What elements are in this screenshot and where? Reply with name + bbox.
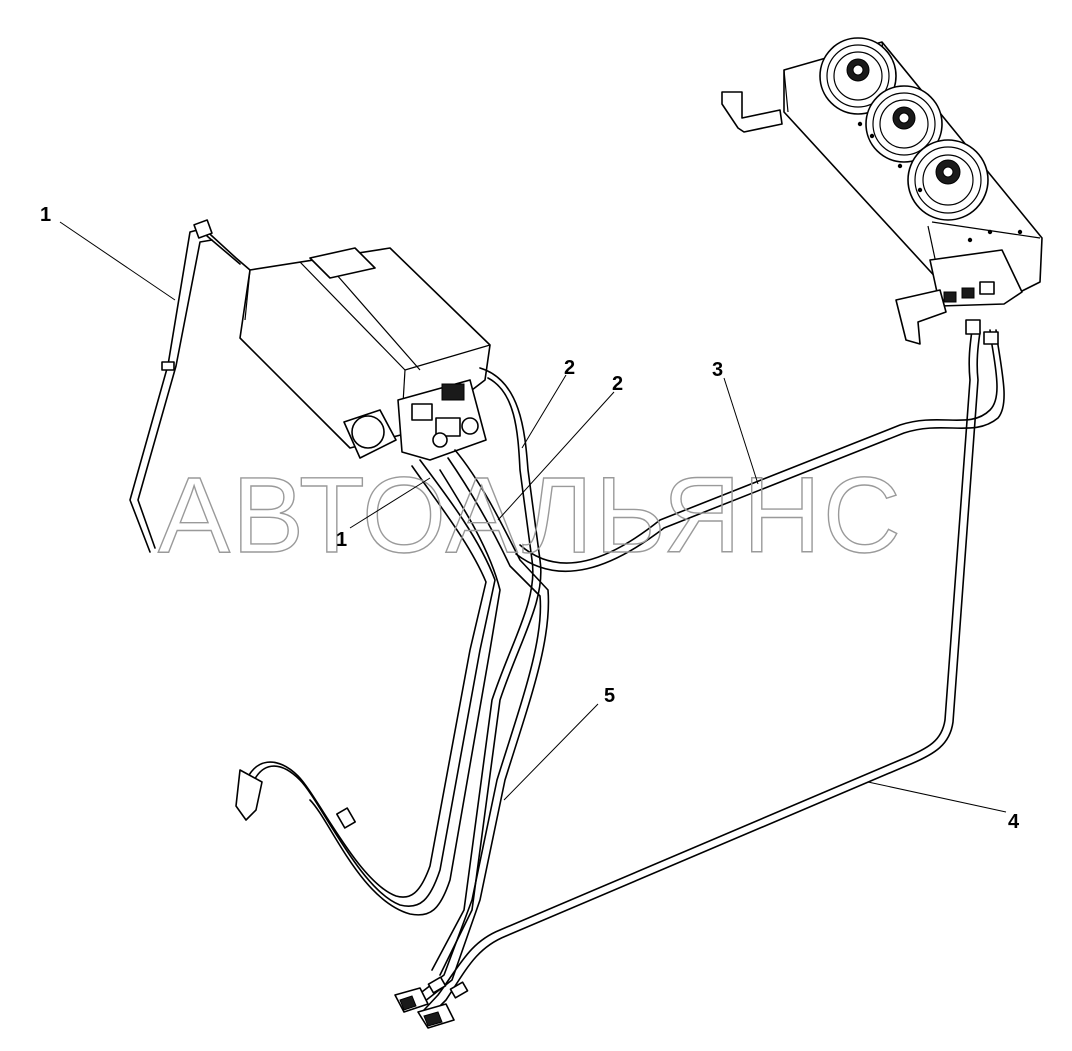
callout-labels: 1 1 2 2 3 4 5 xyxy=(40,204,1020,833)
callout-2-upper: 2 xyxy=(564,357,575,379)
hose-5 xyxy=(413,449,550,1006)
fan-2 xyxy=(865,85,943,163)
leader-lines xyxy=(59,221,1007,813)
watermark-text: АВТОАЛЬЯНС xyxy=(158,454,903,575)
hose-1-drain xyxy=(129,219,251,553)
callout-1-top: 1 xyxy=(40,204,51,226)
evaporator-unit xyxy=(239,247,491,461)
hose-3 xyxy=(515,329,1005,573)
hose-heater-loop xyxy=(235,459,501,916)
fan-1 xyxy=(819,37,897,115)
callout-2-lower: 2 xyxy=(612,373,623,395)
hose-4 xyxy=(423,319,981,1015)
callout-1-middle: 1 xyxy=(336,529,347,551)
condenser-unit xyxy=(721,37,1043,345)
callout-5: 5 xyxy=(604,685,615,707)
callout-4: 4 xyxy=(1008,811,1020,833)
callout-3: 3 xyxy=(712,359,723,381)
hose-end-fittings xyxy=(394,976,469,1029)
fan-3 xyxy=(907,139,989,221)
